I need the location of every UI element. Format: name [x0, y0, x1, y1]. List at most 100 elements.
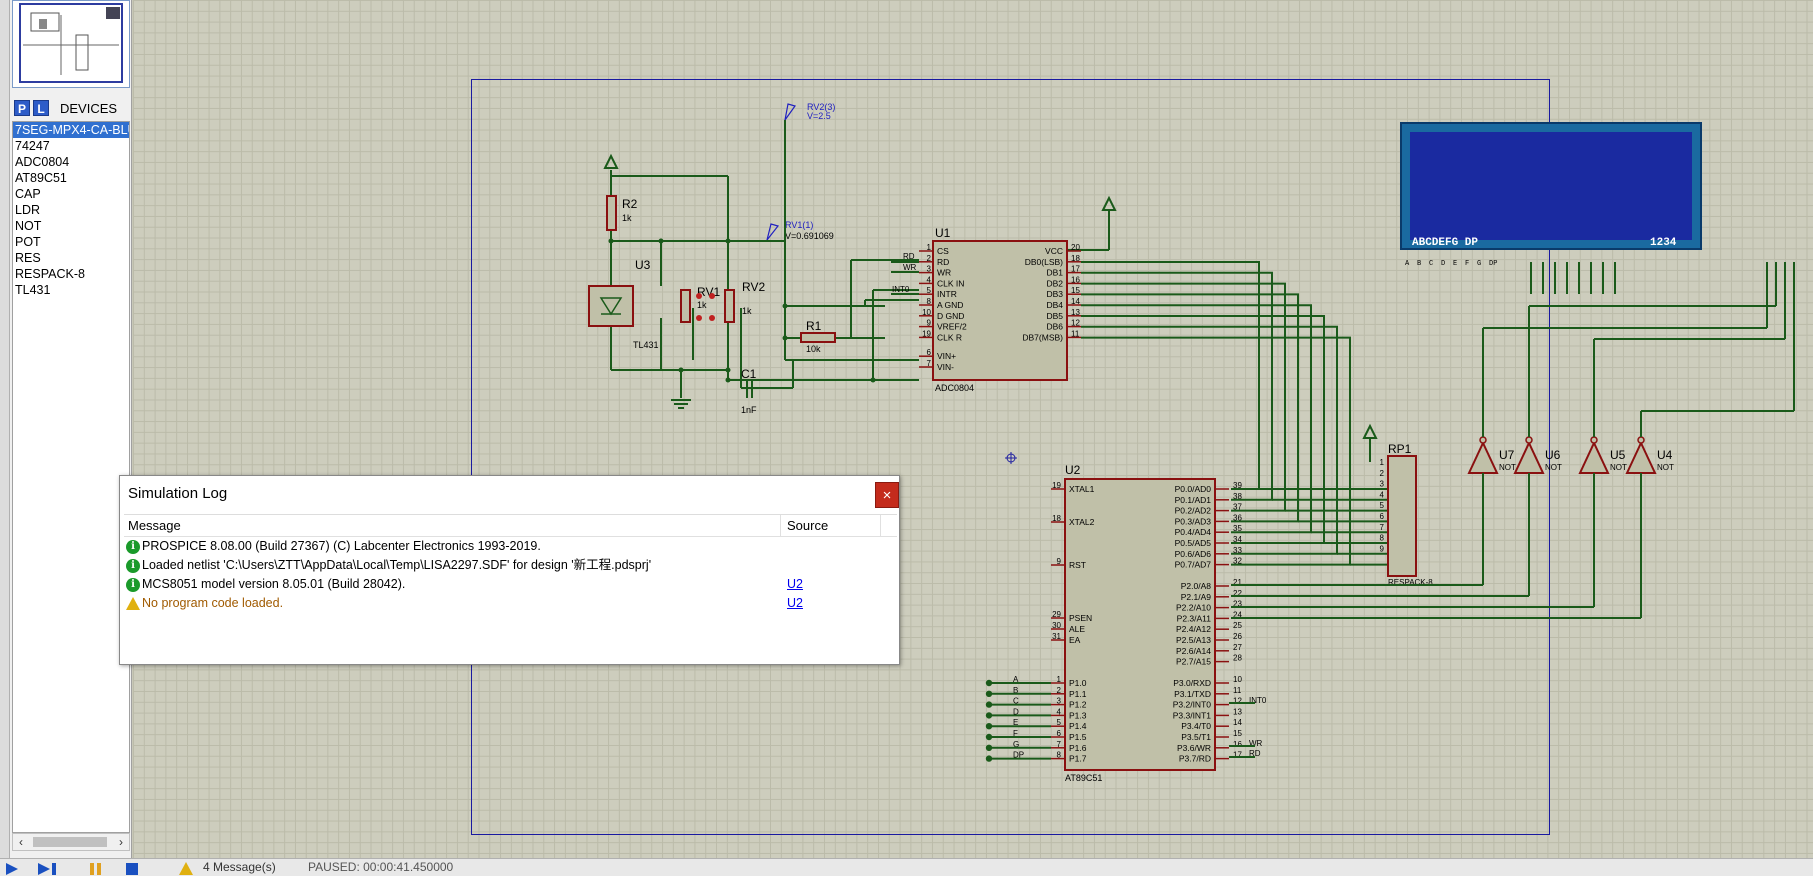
data-bus-wires [1081, 261, 1388, 566]
gate-ref: U7 [1499, 448, 1515, 462]
potentiometer-rv2[interactable]: RV2 1k [724, 280, 765, 323]
port1-net-label: A [1013, 675, 1019, 684]
mcu-pin-number: 29 [1052, 610, 1061, 619]
device-item[interactable]: TL431 [15, 283, 51, 297]
log-source-link[interactable]: U2 [787, 577, 803, 591]
r2-ref: R2 [622, 197, 638, 211]
device-item[interactable]: NOT [15, 219, 42, 233]
device-item[interactable]: RES [15, 251, 41, 265]
log-row[interactable]: No program code loaded.U2 [124, 594, 897, 613]
pause-icon[interactable] [88, 861, 104, 876]
log-source-link[interactable] [781, 556, 881, 575]
device-item[interactable]: 74247 [15, 139, 50, 153]
mcu-pin-number: 13 [1233, 707, 1242, 716]
u2-type: AT89C51 [1065, 773, 1102, 783]
probe-rv2[interactable]: RV2(3) V=2.5 [784, 102, 835, 130]
mcu-pin-number: 3 [1057, 697, 1062, 706]
mcu-u2[interactable]: U2 AT89C51 XTAL119XTAL218RST9PSEN29ALE30… [1013, 463, 1267, 783]
mcu-pin-name: P1.4 [1069, 721, 1087, 731]
overview-window[interactable] [12, 0, 130, 88]
left-panel: P L DEVICES 7SEG-MPX4-CA-BLUE74247ADC080… [0, 0, 132, 858]
bus-wire [1081, 282, 1286, 512]
potentiometer-rv1[interactable]: RV1 1k [680, 285, 720, 323]
overview-view-frame[interactable] [19, 3, 123, 83]
device-item[interactable]: CAP [15, 187, 41, 201]
adc-net-wr: WR [903, 263, 917, 272]
mcu-pin-number: 27 [1233, 643, 1242, 652]
mcu-pin-name: P1.2 [1069, 700, 1087, 710]
adc-pin-number: 19 [922, 329, 931, 338]
scroll-left-icon[interactable]: ‹ [19, 835, 23, 849]
vcc-terminal-2[interactable] [1101, 195, 1117, 211]
mcu-pin-number: 21 [1233, 578, 1242, 587]
device-list[interactable]: 7SEG-MPX4-CA-BLUE74247ADC0804AT89C51CAP L… [12, 121, 130, 833]
scroll-thumb[interactable] [33, 837, 107, 847]
mcu-pin-number: 14 [1233, 718, 1242, 727]
port1-terminal [985, 712, 993, 719]
mcu-pin-name: P1.3 [1069, 710, 1087, 720]
column-source[interactable]: Source [781, 515, 881, 536]
adc-pin-name: DB4 [1046, 300, 1063, 310]
stop-icon[interactable] [124, 861, 140, 876]
adc-pin-name: DB6 [1046, 322, 1063, 332]
warning-icon [126, 597, 140, 610]
device-item[interactable]: 7SEG-MPX4-CA-BLUE [13, 122, 129, 138]
bus-wire [1081, 271, 1273, 501]
capacitor-c1[interactable]: C1 1nF [741, 367, 757, 415]
library-manager-button[interactable]: L [33, 100, 49, 116]
resistor-r1[interactable]: R1 10k [800, 319, 836, 354]
vcc-terminal-1[interactable] [603, 153, 619, 169]
mcu-p3-pin-name: P3.0/RXD [1173, 678, 1211, 688]
device-list-scrollbar[interactable]: ‹ › [12, 833, 130, 851]
mcu-pin-number: 31 [1052, 632, 1061, 641]
r2-value: 1k [622, 213, 632, 223]
probe-rv1[interactable]: RV1(1) V=0.691069 [766, 220, 834, 241]
ground-terminal[interactable] [671, 399, 691, 409]
device-item[interactable]: LDR [15, 203, 41, 217]
scroll-right-icon[interactable]: › [119, 835, 123, 849]
play-icon[interactable] [4, 861, 20, 876]
log-message-text: PROSPICE 8.08.00 (Build 27367) (C) Labce… [142, 539, 541, 553]
rv1-value: 1k [697, 300, 707, 310]
step-icon[interactable] [36, 861, 62, 876]
pick-devices-button[interactable]: P [14, 100, 30, 116]
log-source-link[interactable] [781, 537, 881, 556]
mcu-p0-pin-name: P0.4/AD4 [1175, 527, 1212, 537]
mcu-pin-number: 28 [1233, 654, 1242, 663]
resistor-r2[interactable]: R2 1k [606, 195, 638, 231]
schematic-canvas[interactable]: RV2(3) V=2.5 RV1(1) V=0.691069 [133, 0, 1813, 858]
device-item[interactable]: RESPACK-8 [15, 267, 85, 281]
message-count[interactable]: 4 Message(s) [203, 860, 276, 874]
mcu-pin-name: XTAL1 [1069, 484, 1095, 494]
gate-ref: U6 [1545, 448, 1561, 462]
device-item[interactable]: AT89C51 [15, 171, 67, 185]
rp1-pin-number: 2 [1380, 469, 1385, 478]
rp1-type: RESPACK-8 [1388, 578, 1433, 587]
mcu-pin-number: 16 [1233, 740, 1242, 749]
mode-toolbar[interactable] [0, 0, 10, 858]
device-item[interactable]: ADC0804 [15, 155, 70, 169]
vcc-terminal-3[interactable] [1362, 423, 1378, 439]
close-button[interactable]: × [875, 482, 899, 508]
device-item[interactable]: POT [15, 235, 41, 249]
column-message[interactable]: Message [124, 515, 781, 536]
port1-terminal [985, 723, 993, 730]
log-source-link[interactable]: U2 [787, 596, 803, 610]
port1-net-label: F [1013, 729, 1018, 738]
devices-title: DEVICES [60, 100, 118, 116]
regulator-u3[interactable]: U3 TL431 [588, 258, 659, 350]
